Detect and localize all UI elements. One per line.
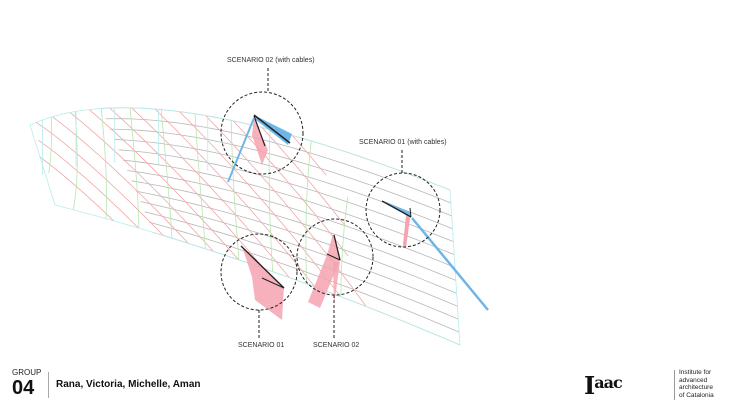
pink-panel [242, 246, 284, 320]
member-line [240, 245, 285, 289]
pink-panel [308, 234, 340, 308]
gray-longitudinal-line [127, 170, 456, 268]
institute-line: advanced [679, 376, 708, 384]
institute-line: architecture [679, 384, 713, 391]
gray-longitudinal-line [118, 149, 454, 243]
gray-longitudinal-line [140, 201, 458, 307]
scenario-02-circle [296, 218, 374, 296]
scenario-02-cables-detail [227, 114, 292, 183]
green-diagonal-line [194, 113, 206, 249]
cyan-edge-line [29, 107, 451, 191]
gray-longitudinal-line [148, 221, 460, 333]
green-diagonal-line [305, 140, 312, 284]
gray-longitudinal-line [135, 190, 457, 294]
blue-cable [411, 217, 489, 311]
scenario-01-label: SCENARIO 01 [238, 342, 285, 349]
pink-panel [403, 215, 410, 248]
gray-longitudinal-line [131, 180, 456, 281]
green-diagonal-line [100, 108, 107, 219]
group-label: GROUP [12, 368, 42, 377]
group-members: Rana, Victoria, Michelle, Aman [56, 379, 201, 390]
member-line [261, 277, 285, 289]
scenario-02-detail [308, 234, 341, 308]
scenario-01-cables-label: SCENARIO 01 (with cables) [359, 139, 447, 146]
group-block: GROUP 04 [12, 368, 41, 398]
scenario-02-cables-circle [220, 91, 304, 175]
red-diagonal-line [154, 108, 316, 288]
scenario-02-label: SCENARIO 02 [313, 342, 360, 349]
member-line [253, 114, 291, 144]
scenario-02-cables-label: SCENARIO 02 (with cables) [227, 57, 315, 64]
cyan-edge-line [449, 189, 461, 346]
red-diagonal-line [52, 116, 189, 244]
red-diagonal-line [88, 109, 239, 261]
group-number: 04 [12, 377, 35, 399]
gray-longitudinal-line [122, 159, 455, 255]
footer-divider [48, 372, 49, 398]
pink-panel [333, 262, 340, 305]
iaac-logo: Iaac [584, 371, 623, 400]
institute-line: of Catalonia [679, 391, 714, 399]
green-diagonal-line [268, 129, 274, 272]
logo-divider [674, 370, 675, 400]
roof-grid-lines [29, 107, 461, 346]
green-diagonal-line [160, 109, 173, 239]
red-diagonal-line [232, 120, 349, 257]
green-diagonal-line [48, 117, 52, 174]
member-line [381, 200, 412, 218]
green-diagonal-line [340, 196, 349, 297]
institute-line: Institute for [679, 369, 712, 376]
member-line [409, 207, 412, 218]
member-line [326, 253, 341, 261]
red-diagonal-line [69, 112, 214, 252]
scenario-01-cables-detail [381, 200, 489, 311]
red-diagonal-line [179, 111, 341, 297]
member-line [253, 115, 266, 147]
green-diagonal-line [129, 107, 140, 229]
member-line [333, 234, 341, 261]
blue-cable [227, 117, 255, 183]
red-diagonal-line [131, 107, 290, 278]
scenario-01-cables-circle [365, 172, 441, 248]
red-diagonal-line [261, 127, 346, 226]
green-diagonal-line [230, 120, 240, 260]
red-diagonal-line [39, 156, 115, 222]
green-diagonal-line [72, 111, 78, 210]
institute-name: Institute for advanced architecture of C… [679, 369, 714, 399]
roof-structure-diagram [29, 68, 489, 346]
gray-longitudinal-line [144, 211, 459, 320]
scenario-01-detail [240, 245, 285, 320]
scenario-01-circle [220, 233, 298, 311]
pink-panel [252, 118, 268, 165]
red-diagonal-line [38, 139, 139, 229]
